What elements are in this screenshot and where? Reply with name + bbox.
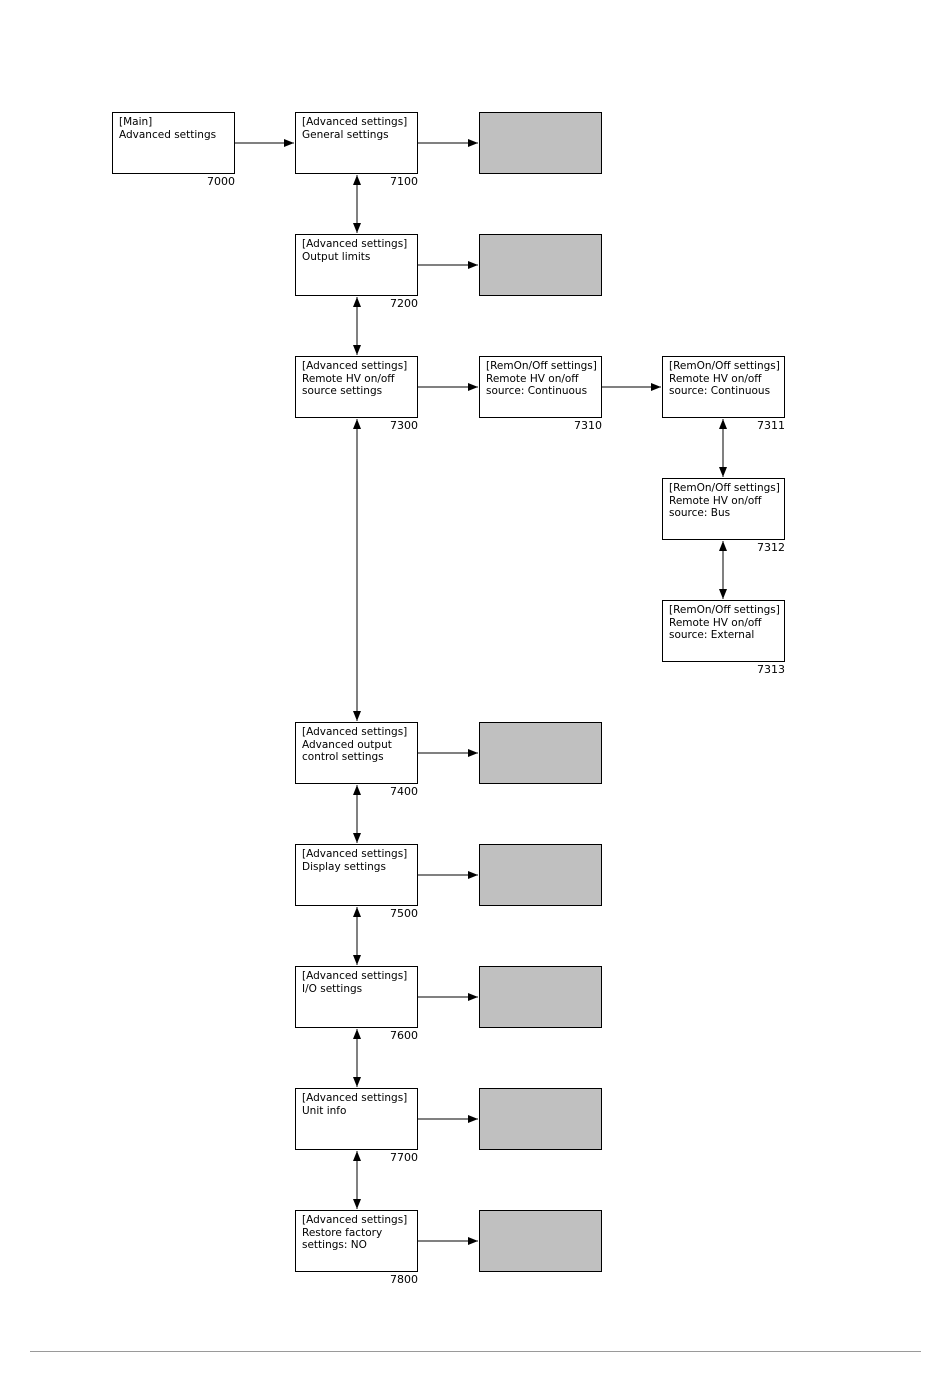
node-7313-line-1: [RemOn/Off settings]	[669, 604, 780, 616]
node-7200-id: 7200	[390, 297, 418, 310]
node-7200-line-2: Output limits	[302, 250, 371, 263]
node-7300-line-3: source settings	[302, 385, 383, 397]
node-7100-line-1: [Advanced settings]	[302, 116, 408, 128]
node-7311-id: 7311	[757, 419, 785, 432]
node-7800-line-1: [Advanced settings]	[302, 1214, 408, 1226]
node-7000-line-2: Advanced settings	[119, 128, 217, 141]
node-7313-line-2: Remote HV on/off	[669, 616, 762, 629]
node-7312-line-3: source: Bus	[669, 507, 731, 519]
node-7310-line-1: [RemOn/Off settings]	[486, 360, 597, 372]
submenu-placeholder-7500	[479, 844, 602, 906]
node-7312-line-2: Remote HV on/off	[669, 494, 762, 507]
submenu-placeholder-7400	[479, 722, 602, 784]
node-7600-io-settings: [Advanced settings] I/O settings	[295, 966, 418, 1028]
node-7500-line-1: [Advanced settings]	[302, 848, 408, 860]
node-7700-id: 7700	[390, 1151, 418, 1164]
node-7100-general-settings: [Advanced settings] General settings	[295, 112, 418, 174]
node-7313-source-external: [RemOn/Off settings] Remote HV on/off so…	[662, 600, 785, 662]
node-7312-line-1: [RemOn/Off settings]	[669, 482, 780, 494]
node-7000-id: 7000	[207, 175, 235, 188]
node-7500-display-settings: [Advanced settings] Display settings	[295, 844, 418, 906]
footer-divider	[30, 1351, 921, 1352]
node-7400-line-3: control settings	[302, 751, 384, 763]
node-7310-id: 7310	[574, 419, 602, 432]
node-7100-id: 7100	[390, 175, 418, 188]
node-7300-line-1: [Advanced settings]	[302, 360, 408, 372]
node-7313-id: 7313	[757, 663, 785, 676]
node-7800-line-3: settings: NO	[302, 1239, 367, 1251]
node-7312-id: 7312	[757, 541, 785, 554]
node-7312-source-bus: [RemOn/Off settings] Remote HV on/off so…	[662, 478, 785, 540]
node-7300-remote-hv-source-settings: [Advanced settings] Remote HV on/off sou…	[295, 356, 418, 418]
node-7700-unit-info: [Advanced settings] Unit info	[295, 1088, 418, 1150]
node-7700-line-2: Unit info	[302, 1104, 347, 1117]
node-7700-line-1: [Advanced settings]	[302, 1092, 408, 1104]
node-7100-line-2: General settings	[302, 128, 389, 141]
submenu-placeholder-7200	[479, 234, 602, 296]
node-7300-id: 7300	[390, 419, 418, 432]
node-7400-advanced-output-control: [Advanced settings] Advanced output cont…	[295, 722, 418, 784]
node-7310-line-2: Remote HV on/off	[486, 372, 579, 385]
node-7000-main-advanced-settings: [Main] Advanced settings	[112, 112, 235, 174]
node-7400-id: 7400	[390, 785, 418, 798]
node-7200-output-limits: [Advanced settings] Output limits	[295, 234, 418, 296]
node-7310-line-3: source: Continuous	[486, 385, 588, 397]
node-7313-line-3: source: External	[669, 629, 755, 641]
node-7800-id: 7800	[390, 1273, 418, 1286]
node-7311-line-2: Remote HV on/off	[669, 372, 762, 385]
node-7200-line-1: [Advanced settings]	[302, 238, 408, 250]
node-7000-line-1: [Main]	[119, 116, 153, 128]
node-7500-id: 7500	[390, 907, 418, 920]
node-7600-line-2: I/O settings	[302, 982, 363, 995]
node-7800-line-2: Restore factory	[302, 1226, 383, 1239]
node-7500-line-2: Display settings	[302, 860, 386, 873]
node-7400-line-1: [Advanced settings]	[302, 726, 408, 738]
node-7800-restore-factory-settings: [Advanced settings] Restore factory sett…	[295, 1210, 418, 1272]
node-7300-line-2: Remote HV on/off	[302, 372, 395, 385]
node-7311-line-3: source: Continuous	[669, 385, 771, 397]
node-7600-line-1: [Advanced settings]	[302, 970, 408, 982]
submenu-placeholder-7600	[479, 966, 602, 1028]
node-7311-source-continuous: [RemOn/Off settings] Remote HV on/off so…	[662, 356, 785, 418]
submenu-placeholder-7100	[479, 112, 602, 174]
node-7400-line-2: Advanced output	[302, 738, 392, 751]
submenu-placeholder-7700	[479, 1088, 602, 1150]
node-7600-id: 7600	[390, 1029, 418, 1042]
submenu-placeholder-7800	[479, 1210, 602, 1272]
node-7310-remote-hv-source-continuous: [RemOn/Off settings] Remote HV on/off so…	[479, 356, 602, 418]
node-7311-line-1: [RemOn/Off settings]	[669, 360, 780, 372]
